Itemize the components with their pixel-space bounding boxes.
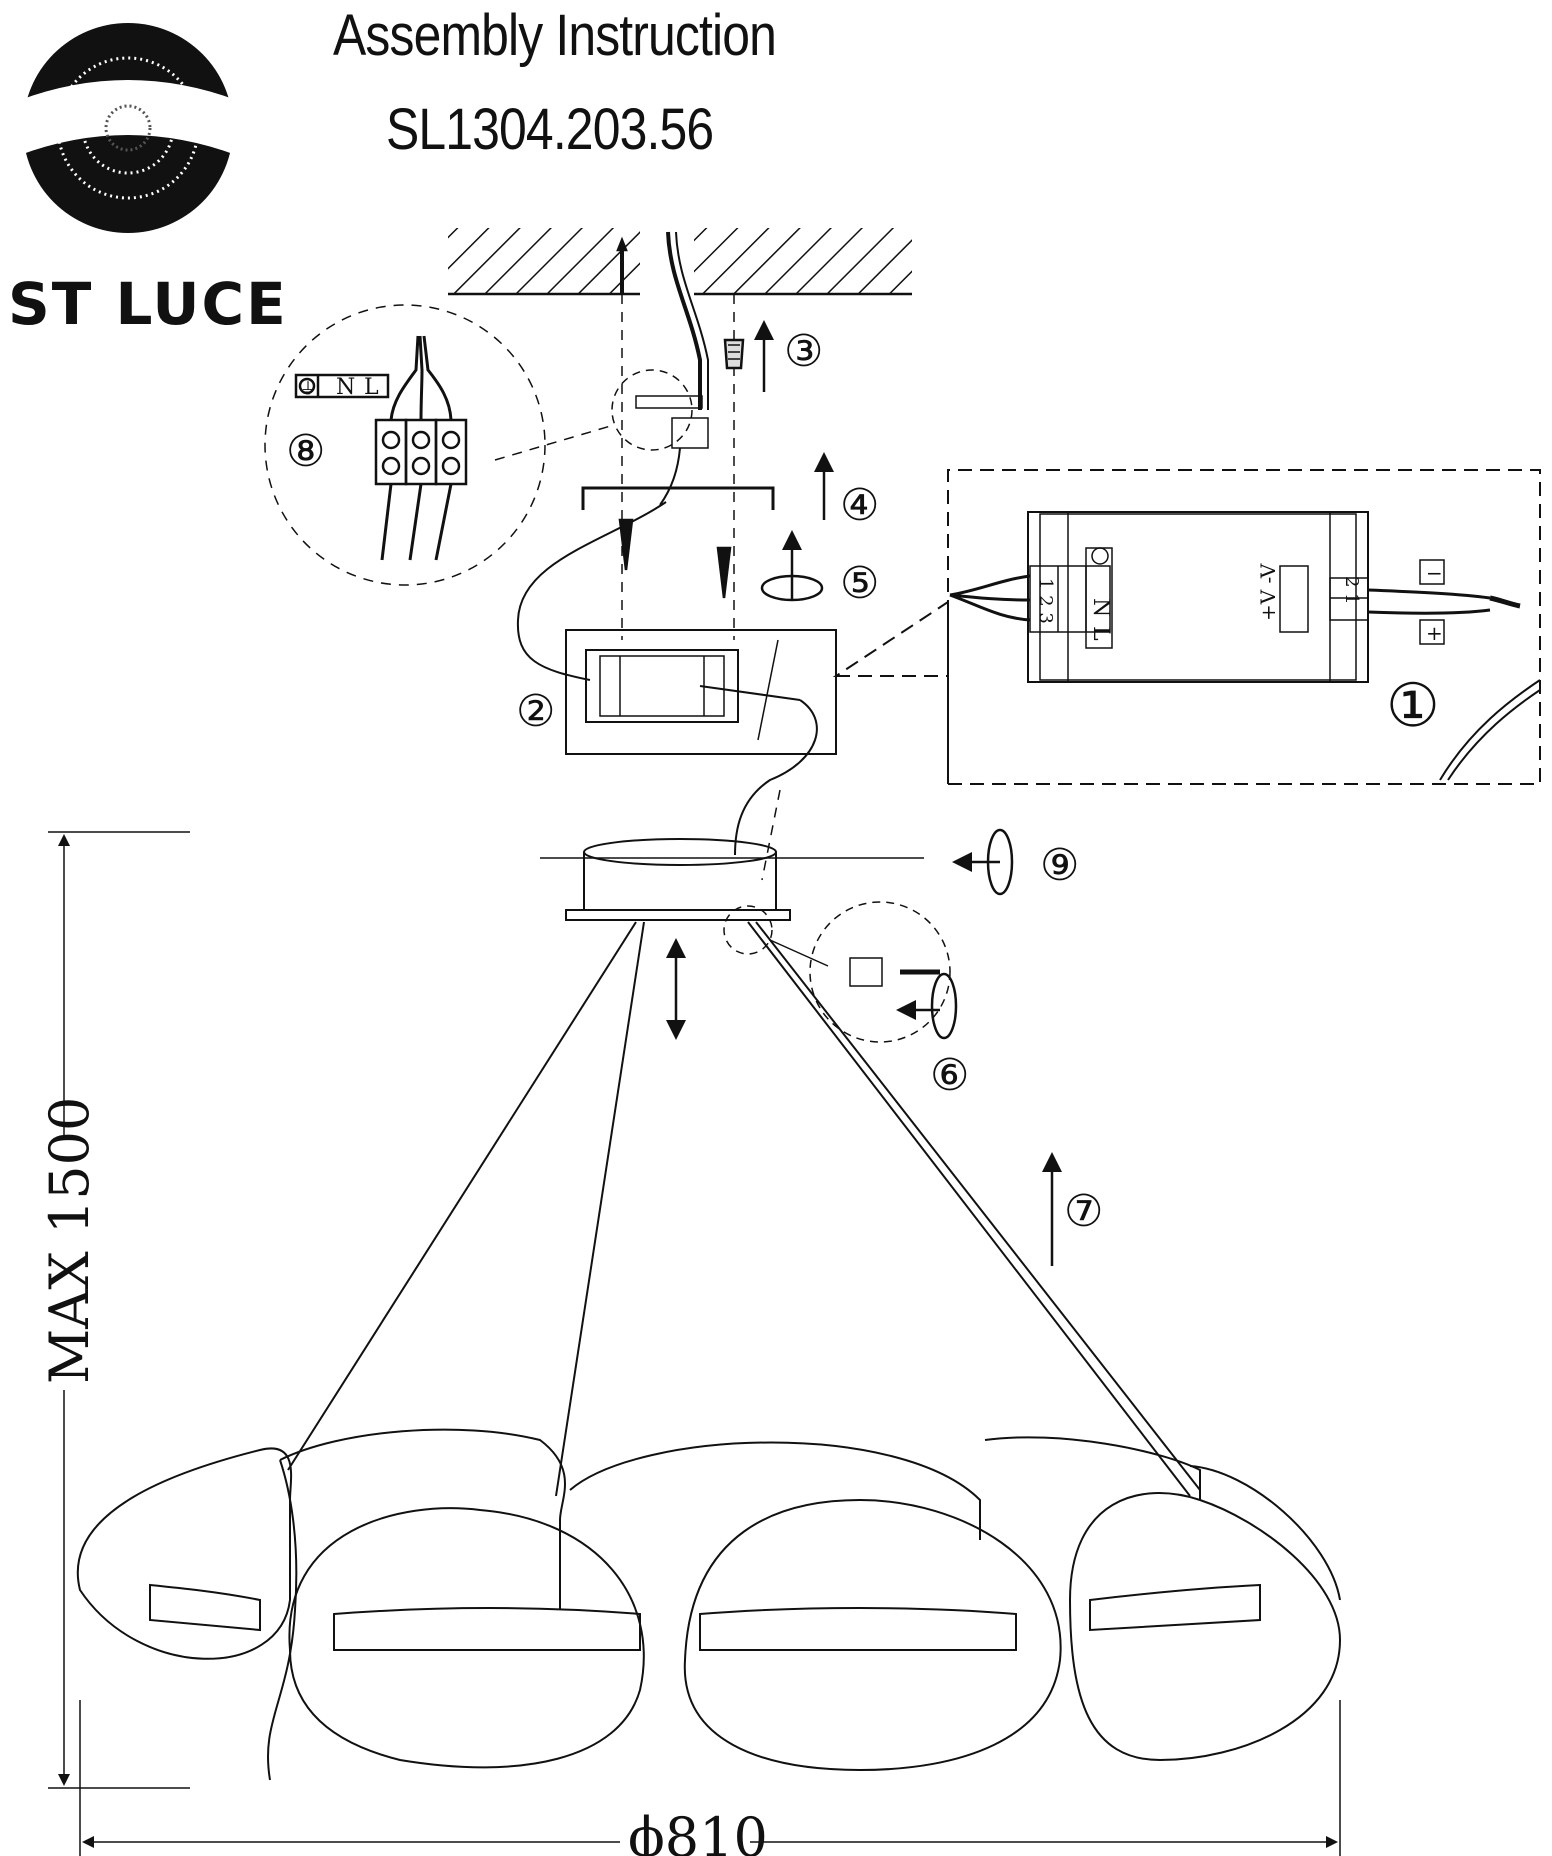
terminal-l-label: L [364, 375, 379, 400]
step-2-label: ② [516, 686, 555, 737]
driver-minus-label: − [1426, 561, 1443, 585]
model-number: SL1304.203.56 [386, 97, 714, 162]
diameter-dimension-label: ϕ810 [628, 1806, 768, 1856]
canopy [540, 838, 924, 921]
mounting-bracket [581, 486, 775, 510]
luminaire-ring [76, 1428, 1342, 1781]
suspension-wires [287, 921, 1201, 1497]
driver-input-pins: 1 2 3 [1035, 578, 1056, 624]
terminal-block-detail [264, 304, 615, 586]
bracket-screw-icon [618, 518, 732, 599]
step-9-label: ⑨ [1040, 840, 1079, 891]
terminal-n-label: N [336, 375, 355, 400]
ceiling-anchor [616, 236, 735, 640]
step-5-label: ⑤ [840, 558, 879, 609]
terminal-ground-symbol: ⏚ [300, 379, 316, 398]
step-3-label: ③ [784, 326, 823, 377]
driver-plus-label: + [1426, 621, 1443, 645]
step-4-label: ④ [840, 480, 879, 531]
driver-input-l: L [1088, 626, 1113, 641]
step-1-label: ① [1386, 671, 1440, 741]
driver-output-label: +V -V [1256, 563, 1280, 621]
driver-box [565, 629, 837, 755]
cable-grip-detail [723, 901, 951, 1043]
step-7-label: ⑦ [1064, 1186, 1103, 1237]
brand-logo-icon [20, 23, 236, 233]
driver-input-n: N [1088, 598, 1113, 617]
driver-detail [832, 469, 1541, 785]
height-dimension-label: MAX 1500 [38, 1097, 101, 1384]
driver-output-pins: 2 1 [1341, 576, 1362, 605]
wall-plug-icon [723, 338, 745, 370]
step-6-label: ⑥ [930, 1050, 969, 1101]
step-8-label: ⑧ [286, 426, 325, 477]
terminal-block-small [611, 369, 709, 506]
height-dimension [48, 831, 190, 1789]
diameter-dimension [79, 1700, 1341, 1856]
brand-name: ST LUCE [8, 270, 288, 338]
document-title: Assembly Instruction [333, 3, 777, 68]
